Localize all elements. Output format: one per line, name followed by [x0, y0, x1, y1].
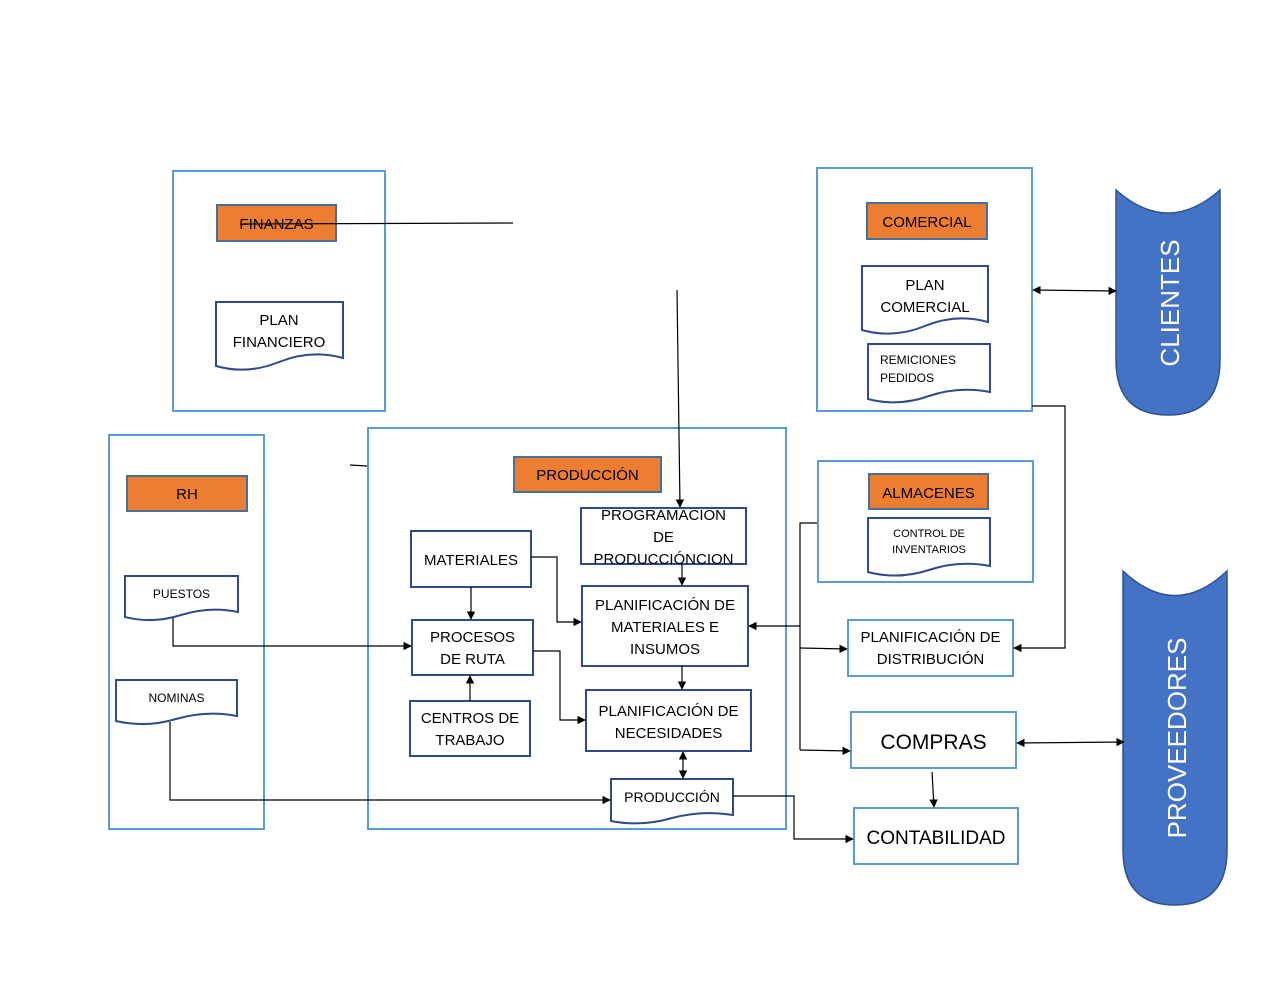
- arrow-trunk-to-distribucion: [799, 644, 848, 654]
- arrow-into-programacion: [675, 289, 685, 508]
- plan-comercial-document: PLAN COMERCIAL: [861, 265, 989, 335]
- programacion-line3: PRODUCCIÓNCION: [593, 551, 733, 568]
- remiciones-pedidos-document: REMICIONES PEDIDOS: [867, 343, 991, 404]
- stub-line: [349, 464, 368, 467]
- arrow-trunk-to-compras: [799, 746, 851, 756]
- plan-necesidades-line2: NECESIDADES: [615, 725, 723, 742]
- finanzas-line: [239, 222, 514, 225]
- comercial-group: [816, 167, 1033, 412]
- procesos-ruta-box: PROCESOS DE RUTA: [411, 619, 534, 676]
- compras-label: COMPRAS: [880, 731, 986, 754]
- contabilidad-box: CONTABILIDAD: [853, 807, 1019, 865]
- plan-materiales-line2: MATERIALES E: [611, 619, 719, 636]
- procesos-ruta-line1: PROCESOS: [430, 629, 515, 646]
- finanzas-header: FINANZAS: [216, 204, 337, 242]
- plan-materiales-line1: PLANIFICACIÓN DE: [595, 597, 735, 614]
- arrow-nominas-to-produccion: [169, 722, 611, 805]
- arrow-puestos-to-procesos: [172, 618, 412, 651]
- arrow-materiales-to-plan-materiales: [531, 556, 582, 627]
- contabilidad-label: CONTABILIDAD: [866, 828, 1005, 849]
- centros-trabajo-line1: CENTROS DE: [421, 710, 519, 727]
- centros-trabajo-box: CENTROS DE TRABAJO: [409, 700, 531, 757]
- rh-header: RH: [126, 475, 248, 512]
- produccion-doc-label: PRODUCCIÓN: [624, 789, 720, 805]
- materiales-label: MATERIALES: [424, 552, 518, 569]
- produccion-document: PRODUCCIÓN: [610, 778, 734, 825]
- programacion-line2: DE: [653, 529, 674, 546]
- plan-comercial-line1: PLAN: [905, 277, 944, 294]
- plan-materiales-box: PLANIFICACIÓN DE MATERIALES E INSUMOS: [581, 585, 749, 667]
- almacenes-header-label: ALMACENES: [882, 485, 975, 502]
- arrow-compras-proveedores: [1016, 737, 1125, 748]
- remiciones-line1: REMICIONES: [880, 353, 956, 367]
- produccion-header: PRODUCCIÓN: [513, 456, 662, 493]
- finanzas-header-label: FINANZAS: [239, 216, 313, 233]
- centros-trabajo-line2: TRABAJO: [435, 732, 504, 749]
- proveedores-cylinder: PROVEEDORES: [1122, 569, 1228, 906]
- produccion-group: [367, 427, 787, 830]
- procesos-ruta-line2: DE RUTA: [440, 651, 505, 668]
- plan-necesidades-line1: PLANIFICACIÓN DE: [598, 703, 738, 720]
- plan-financiero-document: PLAN FINANCIERO: [215, 301, 344, 371]
- plan-distribucion-line2: DISTRIBUCIÓN: [877, 651, 985, 668]
- programacion-box: PROGRAMACION DE PRODUCCIÓNCION: [580, 507, 747, 568]
- proveedores-label: PROVEEDORES: [1162, 638, 1192, 839]
- plan-materiales-line3: INSUMOS: [630, 641, 700, 658]
- comercial-header-label: COMERCIAL: [882, 214, 971, 231]
- comercial-header: COMERCIAL: [866, 202, 988, 240]
- plan-comercial-line2: COMERCIAL: [880, 299, 969, 316]
- arrow-procesos-to-necesidades: [533, 650, 586, 725]
- programacion-line1: PROGRAMACION: [601, 507, 726, 524]
- plan-distribucion-line1: PLANIFICACIÓN DE: [860, 629, 1000, 646]
- control-inventarios-line2: INVENTARIOS: [892, 544, 966, 556]
- nominas-label: NOMINAS: [148, 691, 204, 705]
- nominas-document: NOMINAS: [115, 679, 238, 725]
- plan-financiero-line1: PLAN: [259, 312, 298, 329]
- almacenes-group: [817, 460, 1034, 583]
- compras-box: COMPRAS: [850, 711, 1017, 769]
- arrow-comercial-to-distribucion: [1013, 405, 1066, 653]
- clientes-label: CLIENTES: [1155, 239, 1185, 366]
- clientes-cylinder: CLIENTES: [1115, 188, 1221, 416]
- almacenes-header: ALMACENES: [868, 473, 989, 510]
- rh-header-label: RH: [176, 486, 198, 503]
- arrow-comercial-clientes: [1032, 285, 1117, 296]
- produccion-header-label: PRODUCCIÓN: [536, 467, 639, 484]
- control-inventarios-line1: CONTROL DE: [893, 528, 965, 540]
- almacenes-trunk: [799, 522, 817, 750]
- remiciones-line2: PEDIDOS: [880, 371, 934, 385]
- plan-distribucion-box: PLANIFICACIÓN DE DISTRIBUCIÓN: [847, 619, 1014, 677]
- rh-group: [108, 434, 265, 830]
- plan-necesidades-box: PLANIFICACIÓN DE NECESIDADES: [585, 689, 752, 752]
- puestos-label: PUESTOS: [153, 587, 210, 601]
- finanzas-group: [172, 170, 386, 412]
- materiales-box: MATERIALES: [410, 530, 532, 588]
- control-inventarios-document: CONTROL DE INVENTARIOS: [867, 517, 991, 577]
- arrow-compras-to-contabilidad: [929, 771, 938, 808]
- puestos-document: PUESTOS: [124, 575, 239, 621]
- plan-financiero-line2: FINANCIERO: [233, 334, 326, 351]
- arrow-produccion-to-contabilidad: [733, 795, 854, 844]
